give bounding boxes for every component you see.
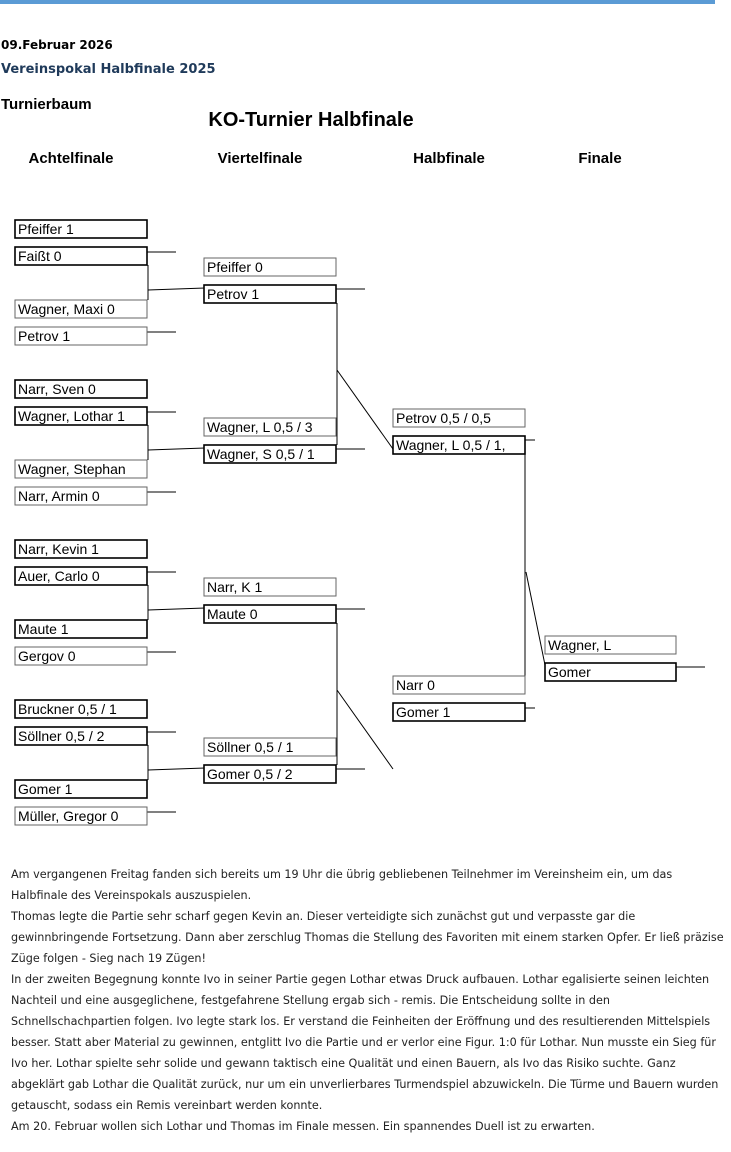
player-name: Bruckner 0,5 / 1 [18, 701, 117, 717]
player-box [14, 779, 148, 799]
player-name: Maute 0 [207, 606, 258, 622]
connector-line [147, 447, 206, 451]
player-boxes: Pfeiffer 1 Faißt 0 Wagner, Maxi 0 Petrov 1 N… [14, 219, 677, 826]
connector-line [336, 369, 394, 450]
round-header: Finale [578, 150, 621, 167]
article-paragraph: In der zweiten Begegnung konnte Ivo in s… [11, 973, 719, 1112]
article-paragraph: Thomas legte die Partie sehr scharf gege… [11, 910, 724, 965]
post-subtitle: Vereinspokal Halbfinale 2025 [1, 62, 216, 77]
player-box [14, 406, 148, 426]
connector-line [525, 571, 546, 666]
player-name: Petrov 1 [207, 286, 259, 302]
player-name: Auer, Carlo 0 [18, 568, 100, 584]
connector-line [147, 767, 206, 771]
player-box [14, 539, 148, 559]
player-box [14, 459, 148, 479]
player-box [392, 408, 526, 428]
player-box [203, 604, 337, 624]
player-box [14, 699, 148, 719]
connector-line [147, 287, 206, 291]
player-name: Petrov 0,5 / 0,5 [396, 410, 491, 426]
top-accent-bar [0, 0, 715, 4]
tournament-bracket: KO-Turnier Halbfinale Achtelfinale Viert… [14, 109, 705, 826]
connector-line [147, 607, 206, 611]
bracket-connectors [147, 251, 705, 813]
player-box [392, 435, 526, 455]
player-box [14, 806, 148, 826]
player-box [203, 737, 337, 757]
player-name: Narr, Kevin 1 [18, 541, 99, 557]
round-header: Halbfinale [413, 150, 485, 167]
player-name: Narr, Armin 0 [18, 488, 100, 504]
round-header: Viertelfinale [218, 150, 303, 167]
player-name: Narr, K 1 [207, 579, 262, 595]
player-name: Pfeiffer 0 [207, 259, 263, 275]
player-name: Wagner, L [548, 637, 612, 653]
player-box [14, 619, 148, 639]
player-box [392, 675, 526, 695]
player-box [14, 326, 148, 346]
player-box [203, 577, 337, 597]
player-box [203, 444, 337, 464]
player-box [203, 257, 337, 277]
player-name: Petrov 1 [18, 328, 70, 344]
bracket-title: KO-Turnier Halbfinale [208, 109, 413, 131]
player-name: Söllner 0,5 / 2 [18, 728, 105, 744]
player-box [14, 246, 148, 266]
player-name: Wagner, L 0,5 / 1, [396, 437, 505, 453]
player-name: Gomer 0,5 / 2 [207, 766, 293, 782]
player-box [14, 726, 148, 746]
player-name: Wagner, Maxi 0 [18, 301, 115, 317]
player-box [14, 566, 148, 586]
player-name: Söllner 0,5 / 1 [207, 739, 294, 755]
player-name: Narr, Sven 0 [18, 381, 96, 397]
player-box [544, 635, 677, 655]
player-box [14, 646, 148, 666]
player-name: Gomer 1 [396, 704, 451, 720]
post-date: 09.Februar 2026 [1, 38, 113, 52]
player-name: Wagner, Lothar 1 [18, 408, 125, 424]
player-box [203, 417, 337, 437]
player-box [14, 299, 148, 319]
round-headers: Achtelfinale Viertelfinale Halbfinale Fi… [28, 150, 621, 167]
player-name: Pfeiffer 1 [18, 221, 74, 237]
round-header: Achtelfinale [28, 150, 113, 167]
player-box [14, 379, 148, 399]
article-body: Am vergangenen Freitag fanden sich berei… [11, 864, 729, 1137]
player-name: Maute 1 [18, 621, 69, 637]
player-box [14, 219, 148, 239]
player-name: Faißt 0 [18, 248, 62, 264]
player-box [203, 764, 337, 784]
player-name: Narr 0 [396, 677, 435, 693]
player-name: Gomer 1 [18, 781, 73, 797]
player-name: Gomer [548, 664, 591, 680]
player-box [544, 662, 677, 682]
player-name: Müller, Gregor 0 [18, 808, 119, 824]
article-paragraph: Am vergangenen Freitag fanden sich berei… [11, 868, 673, 902]
player-name: Wagner, L 0,5 / 3 [207, 419, 313, 435]
player-box [203, 284, 337, 304]
player-name: Gergov 0 [18, 648, 76, 664]
connector-line [336, 689, 394, 770]
article-paragraph: Am 20. Februar wollen sich Lothar und Th… [11, 1120, 595, 1133]
player-box [392, 702, 526, 722]
player-name: Wagner, Stephan [18, 461, 126, 477]
player-name: Wagner, S 0,5 / 1 [207, 446, 315, 462]
player-box [14, 486, 148, 506]
section-label: Turnierbaum [1, 96, 92, 113]
